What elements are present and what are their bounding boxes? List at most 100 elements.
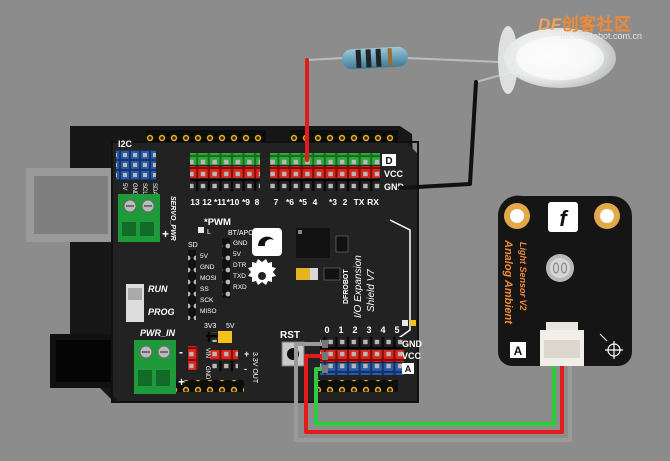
resistor-lead-left: [306, 57, 345, 61]
watermark-logo: DF创客社区: [538, 10, 632, 35]
watermark-name: 创客社区: [561, 15, 632, 34]
sensor-subtitle: Light Sensor V2: [518, 242, 528, 311]
analog-a-badge: [402, 363, 414, 374]
i2c-pin-label: 5V: [121, 183, 127, 190]
digital-pin-number: *11: [214, 197, 227, 207]
pwr-minus-sign: -: [179, 345, 183, 359]
sd-pin-label: MOSI: [200, 275, 217, 282]
bt-pin-label: GND: [233, 240, 248, 247]
sd-pin-label: SS: [200, 286, 209, 293]
dfrobot-f-logo: [548, 202, 578, 232]
shield-version-text: Shield V7: [366, 269, 377, 312]
power-input-terminal: [134, 340, 176, 394]
analog-pin-number: 0: [324, 325, 329, 335]
digital-pin-number: *3: [329, 197, 337, 207]
wire-red-vcc: [304, 354, 564, 434]
wire-black-led: [398, 80, 478, 190]
pwm-label: *PWM: [204, 217, 231, 228]
silk-line: [389, 219, 411, 341]
analog-a-label: A: [405, 364, 412, 374]
sd-pin-label: MISO: [200, 308, 217, 315]
resistor-lead-right: [405, 57, 501, 63]
analog-header: [320, 337, 404, 375]
sensor-title: Analog Ambient: [502, 239, 514, 325]
digital-pin-number: 12: [202, 197, 212, 207]
sd-pin-labels: 5V GND MOSI SS SCK MISO: [200, 253, 217, 315]
row-d-label: D: [385, 156, 392, 167]
shield-name-text: I/O Expansion: [353, 255, 364, 318]
vin-gnd-label: GND: [204, 366, 210, 380]
digital-pin-number: 8: [255, 197, 260, 207]
light-sensor-module: f Analog Ambient Light Sensor V2 A: [497, 195, 632, 366]
bt-pin-label: DTR: [233, 262, 247, 269]
wire-green-signal: [314, 366, 556, 426]
digital-header: [190, 153, 380, 191]
bt-pin-label: TXD: [233, 273, 246, 280]
bt-pin-label: 5V: [233, 251, 242, 258]
out-33-header: [210, 350, 238, 360]
wire-gray-gnd: [294, 342, 572, 442]
sd-label: SD: [188, 242, 198, 249]
digital-pin-number: 13: [190, 197, 200, 207]
analog-pin-number: 2: [352, 325, 357, 335]
digital-pin-number: RX: [367, 197, 379, 207]
digital-pin-number: *9: [242, 197, 250, 207]
out-33-label: 3.3V OUT: [251, 352, 258, 384]
v5-label: 5V: [226, 323, 235, 330]
analog-vcc-label: VCC: [402, 351, 422, 361]
sd-pin-label: SCK: [200, 297, 214, 304]
shield-silkscreen: DFROBOT I/O Expansion Shield V7: [343, 255, 377, 318]
bt-apc-label: BT/APC: [228, 230, 253, 237]
analog-gnd-label: GND: [402, 339, 423, 349]
header-holes-top-left: [146, 130, 266, 142]
out-minus-sign: -: [244, 364, 247, 374]
bt-pin-label: RXD: [233, 284, 247, 291]
i2c-label: I2C: [118, 139, 133, 149]
dfrobot-silk-text: DFROBOT: [343, 269, 350, 304]
bt-apc-header: [222, 238, 230, 298]
bt-pin-labels: GND 5V DTR TXD RXD: [233, 240, 248, 291]
sd-pin-label: GND: [200, 264, 215, 271]
i2c-header: [116, 150, 156, 180]
analog-pin-number: 1: [338, 325, 343, 335]
dfrobot-logo-icon: [252, 228, 282, 256]
header-holes-bottom-right: [314, 380, 398, 392]
analog-pin-number: 4: [380, 325, 385, 335]
pwr-in-label: PWR_IN: [140, 328, 176, 338]
i2c-pin-label: SCL: [141, 183, 147, 195]
row-gnd-label: GND: [384, 182, 405, 192]
f-logo-text: f: [559, 206, 569, 231]
watermark-url: mc.DFRobot.com.cn: [560, 31, 643, 41]
digital-pin-number: 2: [343, 197, 348, 207]
digital-pin-number: *5: [299, 197, 307, 207]
i2c-pin-label: GND: [131, 183, 137, 197]
digital-pin-number: TX: [354, 197, 365, 207]
header-holes-top-right: [290, 130, 398, 142]
servo-plus-sign: +: [162, 227, 169, 241]
digital-pin-number: 4: [313, 197, 318, 207]
led: [475, 26, 616, 94]
run-label: RUN: [148, 284, 168, 294]
resistor: [342, 46, 408, 70]
capacitor: [296, 268, 310, 280]
servo-pwr-label: SERVO_PWR: [169, 196, 176, 241]
analog-pin-number: 3: [366, 325, 371, 335]
sd-header: [188, 250, 196, 320]
analog-pin-number: 5: [394, 325, 399, 335]
prog-label: PROG: [148, 307, 175, 317]
sd-pin-label: 5V: [200, 253, 209, 260]
row-d-badge: [382, 154, 396, 166]
v33-label: 3V3: [204, 323, 217, 330]
watermark-brand: DF: [538, 15, 562, 34]
vin-label: VIN: [204, 348, 210, 358]
pwr-plus-sign: +: [178, 375, 185, 389]
servo-power-terminal: [118, 194, 160, 242]
i2c-pin-labels: 5V GND SCL SDA: [121, 183, 157, 197]
l-led-label: L: [207, 229, 211, 236]
sensor-a-label: A: [514, 344, 523, 358]
